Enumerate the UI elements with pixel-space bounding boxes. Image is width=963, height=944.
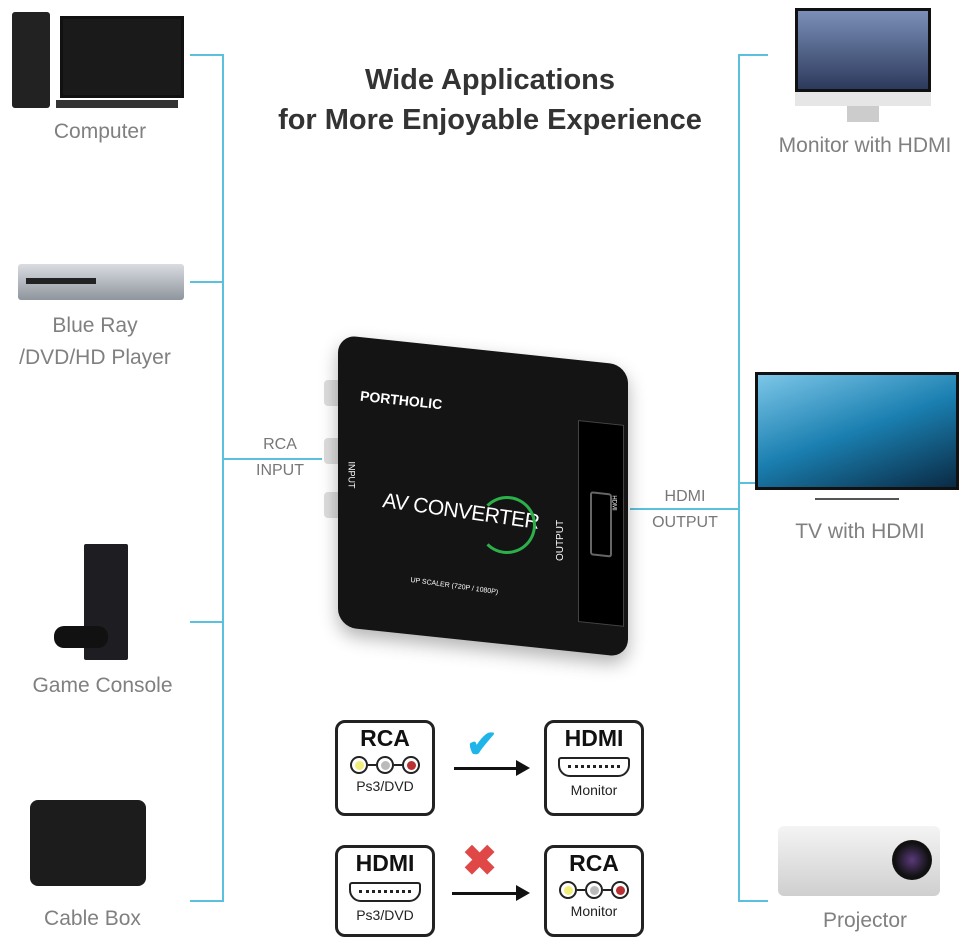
hdmi-output-label: HDMI OUTPUT <box>640 484 730 536</box>
tick <box>190 54 223 56</box>
arrow-icon <box>452 885 530 901</box>
tick <box>190 281 223 283</box>
hdmi-port-icon <box>558 757 630 777</box>
hdmi-side-label: HDMI <box>610 495 617 511</box>
box-title: RCA <box>360 725 410 751</box>
check-icon: ✔ <box>466 724 498 766</box>
cross-icon: ✖ <box>462 837 498 884</box>
projector-image <box>778 826 940 896</box>
box-title: HDMI <box>355 850 415 876</box>
box-title: RCA <box>569 850 619 876</box>
computer-image <box>12 10 184 110</box>
label-line: /DVD/HD Player <box>19 346 171 369</box>
output-label-projector: Projector <box>822 909 908 932</box>
av-converter-device <box>338 334 628 658</box>
hdmi-port-icon <box>349 882 421 902</box>
connector-text: HDMI <box>664 488 706 505</box>
rca-plugs-icon <box>338 756 432 774</box>
box-subtitle: Ps3/DVD <box>356 907 414 923</box>
output-connector-line <box>630 508 738 510</box>
title-line-1: Wide Applications <box>364 64 615 96</box>
game-console-image <box>50 540 160 664</box>
input-label-cable-box: Cable Box <box>44 907 141 930</box>
rca-target-box: RCA Monitor <box>544 845 644 937</box>
hdmi-target-box: HDMI Monitor <box>544 720 644 816</box>
label-line: Blue Ray <box>52 314 138 337</box>
box-subtitle: Ps3/DVD <box>356 778 414 794</box>
box-subtitle: Monitor <box>570 903 618 919</box>
tick <box>738 54 768 56</box>
rca-plugs-icon <box>547 881 641 899</box>
left-bus-line <box>222 54 224 902</box>
output-label-monitor: Monitor with HDMI <box>778 134 952 157</box>
title-line-2: for More Enjoyable Experience <box>278 104 702 136</box>
right-bus-line <box>738 54 740 902</box>
box-title: HDMI <box>564 725 624 751</box>
connector-text: OUTPUT <box>652 514 718 531</box>
rca-source-box: RCA Ps3/DVD <box>335 720 435 816</box>
tick <box>190 621 223 623</box>
convert-arrow-icon <box>478 496 536 554</box>
connector-text: RCA <box>263 436 297 453</box>
input-label-dvd: Blue Ray /DVD/HD Player <box>0 310 190 374</box>
box-subtitle: Monitor <box>570 782 618 798</box>
dvd-player-image <box>18 264 184 300</box>
tv-image <box>755 372 959 500</box>
input-connector-line <box>222 458 322 460</box>
input-label-game-console: Game Console <box>32 674 173 697</box>
monitor-image <box>795 8 931 124</box>
arrow-icon <box>454 760 530 776</box>
rca-input-label: RCA INPUT <box>240 432 320 484</box>
input-port-label: INPUT <box>346 461 357 489</box>
tick <box>190 900 223 902</box>
output-port-label: OUTPUT <box>555 519 567 562</box>
hdmi-source-box: HDMI Ps3/DVD <box>335 845 435 937</box>
input-label-computer: Computer <box>53 120 147 143</box>
connector-text: INPUT <box>256 462 304 479</box>
cable-box-image <box>30 800 146 886</box>
tick <box>738 482 768 484</box>
tick <box>738 900 768 902</box>
output-label-tv: TV with HDMI <box>795 520 925 543</box>
